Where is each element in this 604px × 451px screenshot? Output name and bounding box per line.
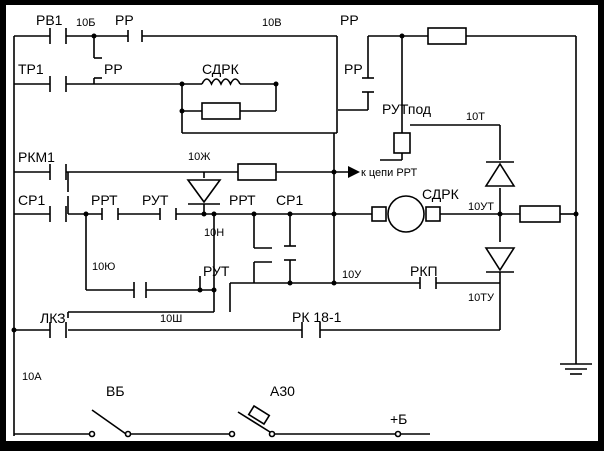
motor-armature [387, 195, 425, 233]
label-rr-left: РР [104, 61, 123, 77]
junction-dot [179, 108, 185, 114]
label-10n: 10Н [204, 227, 224, 239]
label-rut-mid: РУТ [203, 263, 230, 279]
label-rkm1: РКМ1 [18, 149, 55, 165]
vb-terminal-right [124, 430, 132, 438]
label-rk181: РК 18-1 [292, 309, 342, 325]
junction-dot [251, 211, 257, 217]
motor-brush-left [371, 206, 387, 222]
ground-icon [560, 363, 592, 375]
junction-dot [287, 211, 293, 217]
diode-upper [484, 162, 516, 187]
label-rkp: РКП [410, 263, 438, 279]
label-sr1-left: СР1 [18, 192, 45, 208]
label-rv1: РВ1 [36, 12, 63, 28]
contacts [49, 28, 437, 338]
label-rrt-mid: РРТ [229, 192, 256, 208]
junction-dot [179, 81, 185, 87]
label-rut-left: РУТ [142, 192, 169, 208]
label-rrt-left: РРТ [91, 192, 118, 208]
junction-dot [273, 81, 279, 87]
wires [13, 35, 577, 436]
resistors [201, 27, 561, 223]
junction-dot [331, 280, 337, 286]
label-10ut: 10УТ [468, 201, 494, 213]
vb-blade [91, 409, 127, 435]
labels: РВ1 10Б РР 10В РР ТР1 РР СДРК РР РУТпод … [18, 12, 495, 427]
label-10tu: 10ТУ [468, 292, 495, 304]
label-rr-top-right: РР [340, 12, 359, 28]
diode-lower [484, 247, 516, 272]
junction-dot [83, 211, 89, 217]
label-rr-right: РР [344, 61, 363, 77]
a30-terminal-left [228, 430, 236, 438]
diagram-board [6, 5, 598, 441]
junctions [11, 33, 579, 333]
sdrk-resistor [201, 102, 241, 120]
label-10u: 10У [342, 269, 362, 281]
rkm1-resistor [237, 163, 277, 181]
label-a30: А30 [270, 383, 295, 399]
junction-dot [573, 211, 579, 217]
junction-dot [399, 33, 405, 39]
junction-dot [91, 33, 97, 39]
sdrk-inductor [201, 78, 241, 86]
label-tr1: ТР1 [18, 61, 44, 77]
junction-dot [211, 287, 217, 293]
rutpod-coil [393, 132, 411, 154]
junction-dot [201, 211, 207, 217]
diodes [186, 161, 516, 273]
label-rr-top: РР [115, 12, 134, 28]
junction-dot [211, 211, 217, 217]
right-resistor [519, 205, 561, 223]
label-10t: 10Т [466, 111, 485, 123]
plus-b-terminal [394, 430, 402, 438]
label-10yu: 10Ю [92, 261, 115, 273]
label-sdrk-motor: СДРК [422, 186, 460, 202]
label-10a: 10А [22, 371, 42, 383]
label-sdrk-top: СДРК [202, 61, 240, 77]
junction-dot [331, 211, 337, 217]
junction-dot [497, 211, 503, 217]
label-10zh: 10Ж [188, 151, 210, 163]
top-right-resistor [427, 27, 467, 45]
label-k-tsepi-rrt: к цепи РРТ [361, 167, 418, 179]
junction-dot [11, 327, 17, 333]
diode-10zh [186, 179, 222, 204]
label-10v: 10В [262, 17, 282, 29]
motor-brush-right [425, 206, 441, 222]
label-vb: ВБ [106, 383, 125, 399]
label-lkz: ЛКЗ [40, 310, 66, 326]
junction-dot [287, 280, 293, 286]
junction-dot [331, 169, 337, 175]
label-10b: 10Б [76, 17, 95, 29]
a30-terminal-right [268, 430, 276, 438]
a30-actuator [247, 404, 271, 426]
label-rut-pod: РУТпод [382, 101, 431, 117]
a30-blade [237, 411, 271, 433]
switches [88, 404, 402, 438]
label-sr1-mid: СР1 [276, 192, 303, 208]
junction-dot [197, 287, 203, 293]
sdrk-motor [371, 195, 441, 233]
vb-terminal-left [88, 430, 96, 438]
arrow-to-rrt [348, 166, 360, 178]
label-10sh: 10Ш [160, 313, 182, 325]
label-plus-b: +Б [390, 411, 407, 427]
